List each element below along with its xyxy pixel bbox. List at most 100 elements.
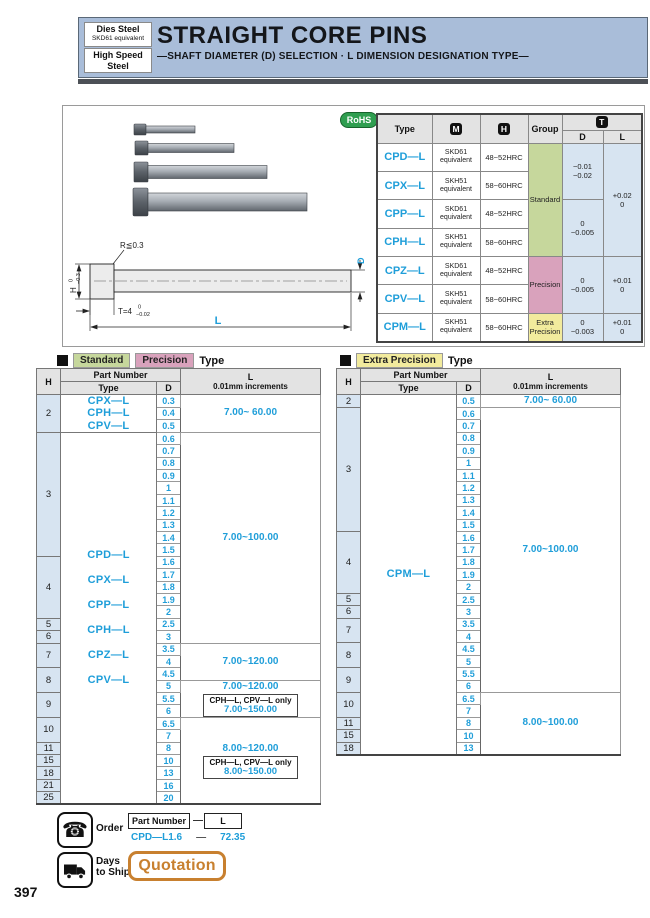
material-icon: M [450,122,462,135]
l-range: 7.00~120.00 [222,680,279,692]
part-number[interactable]: CPD—L [376,142,433,172]
part-number[interactable]: CPM—L [376,312,433,343]
note-line1: CPH—L, CPV—L only [209,757,292,767]
part-number[interactable]: CPX—L [87,574,130,587]
d-value: 1.7 [156,568,181,582]
table-row: 1.7 [37,568,321,582]
tolerance-icon-header: T [561,113,643,131]
hardness-icon: H [498,122,510,135]
part-number[interactable]: CPX—L [376,170,433,201]
h-value: 18 [36,766,61,780]
h-value: 15 [36,754,61,768]
table-row: 1.7 [337,543,621,557]
hardness-icon: H [479,113,529,144]
part-number[interactable]: CPP—L [376,199,433,229]
d-value: 20 [156,791,181,805]
legend-swatch: Standard [73,353,131,368]
type-column-header: Type [360,381,457,395]
d-value: 5 [156,679,181,694]
h-value: 9 [36,692,61,718]
table-row: 4 [37,654,321,669]
part-number[interactable]: CPH—L [87,624,130,637]
part-number[interactable]: CPP—L [87,599,130,612]
part-number[interactable]: CPV—L [87,419,130,432]
table-row: 6 [37,704,321,718]
table-row: 1.9 [337,568,621,582]
d-value: 0.8 [456,431,481,446]
l-dim-label: L [215,315,222,327]
d-tolerance-value: −0.01−0.02 [561,142,604,201]
table-row: 1.5 [337,518,621,532]
part-number[interactable]: CPV—L [376,284,433,314]
d-value: 1 [456,456,481,470]
l-range: 8.00~100.00 [522,717,579,729]
material-name: Dies Steel [96,24,140,34]
d-value: 3.5 [156,642,181,656]
d-value: 1.2 [156,506,181,520]
h-column-header: H [36,368,61,395]
d-value: 6.5 [156,716,181,731]
h-value: 4 [336,530,361,594]
d-value: 1.6 [156,555,181,570]
h-value: 4 [36,555,61,619]
material-box-dies-steel: Dies Steel SKD61 equivalent [84,22,152,47]
d-value: 1 [156,481,181,495]
d-value: 1.9 [156,592,181,607]
h-column-header: H [336,368,361,395]
table-row: 1.8 [337,555,621,570]
d-value: 1.4 [456,506,481,520]
table-row: 1.3 [37,518,321,533]
material-box-high-speed-steel: High Speed Steel SKH51 equivalent [84,48,152,73]
part-number[interactable]: CPV—L [87,674,130,687]
table-row: 2 [37,605,321,619]
table-row: 0.8 [337,431,621,446]
d-value: 0.7 [156,444,181,458]
ship-icon-box [57,852,93,888]
type-cell: CPM—L [360,393,457,756]
h-value: 2 [36,394,61,433]
h-value: 21 [36,778,61,793]
d-value: 8 [456,716,481,731]
part-number[interactable]: CPH—L [87,407,130,420]
material-icon: M [431,113,481,144]
part-number[interactable]: CPH—L [376,227,433,258]
h-value: 10 [36,716,61,743]
h-value: 9 [336,667,361,693]
d-value: 2.5 [156,617,181,632]
d-value: 4.5 [156,667,181,681]
legend-suffix: Type [199,354,225,367]
part-number[interactable]: CPD—L [87,549,130,562]
part-number[interactable]: CPX—L [87,395,130,407]
d-value: 13 [456,741,481,756]
d-value: 4 [156,654,181,669]
part-number[interactable]: CPZ—L [87,649,130,662]
d-value: 7 [156,729,181,743]
part-number[interactable]: CPM—L [386,568,431,581]
l-box: L [204,813,242,829]
d-tolerance-value: 0−0.005 [561,199,604,258]
table-row: 1.4 [37,530,321,545]
radius-label: R≦0.3 [120,241,144,250]
d-value: 2 [156,605,181,619]
part-number[interactable]: CPZ—L [376,256,433,286]
